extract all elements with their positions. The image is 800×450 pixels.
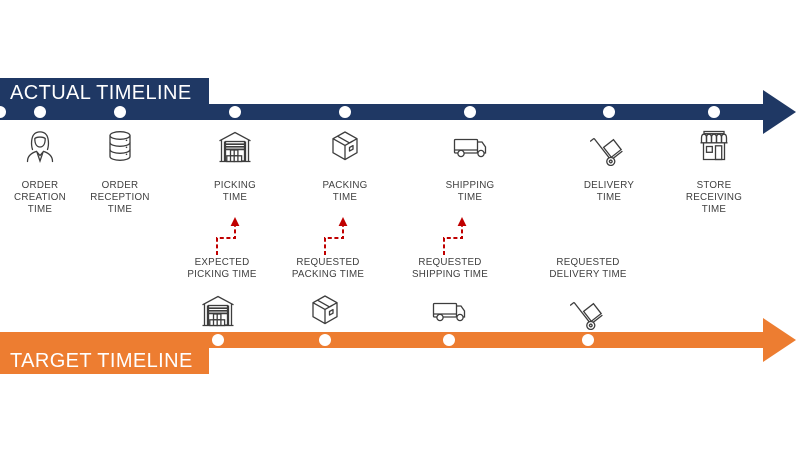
- timeline-dot: [708, 106, 720, 118]
- handtruck-icon: [570, 292, 608, 330]
- warehouse-icon: [199, 292, 237, 330]
- actual-timeline-title: ACTUAL TIMELINE: [10, 82, 192, 104]
- milestone-label-picking: PICKING TIME: [213, 180, 257, 203]
- milestone-label-requested-delivery: REQUESTED DELIVERY TIME: [549, 257, 627, 280]
- timeline-dot: [443, 334, 455, 346]
- milestone-label-store-receiving: STORE RECEIVING TIME: [685, 180, 743, 215]
- target-timeline-title-box: [0, 332, 209, 374]
- shift-arrow-icon: [443, 217, 467, 255]
- timeline-dot: [582, 334, 594, 346]
- shift-arrow-icon: [216, 217, 240, 255]
- milestone-label-expected-picking: EXPECTED PICKING TIME: [187, 257, 257, 280]
- milestone-label-delivery: DELIVERY TIME: [583, 180, 635, 203]
- milestone-label-order-reception: ORDER RECEPTION TIME: [90, 180, 150, 215]
- timeline-dot: [339, 106, 351, 118]
- milestone-label-shipping: SHIPPING TIME: [445, 180, 495, 203]
- milestone-label-order-creation: ORDER CREATION TIME: [14, 180, 66, 215]
- box-icon: [306, 292, 344, 330]
- timeline-dot: [464, 106, 476, 118]
- database-icon: [101, 128, 139, 166]
- person-icon: [21, 128, 59, 166]
- milestone-label-packing: PACKING TIME: [322, 180, 368, 203]
- timeline-dot: [603, 106, 615, 118]
- milestone-label-requested-shipping: REQUESTED SHIPPING TIME: [411, 257, 488, 280]
- timeline-dot: [212, 334, 224, 346]
- actual-timeline-arrowhead-icon: [763, 90, 796, 134]
- timeline-dot: [229, 106, 241, 118]
- warehouse-icon: [216, 128, 254, 166]
- truck-icon: [451, 128, 489, 166]
- timeline-dot: [319, 334, 331, 346]
- timeline-dot: [0, 106, 6, 118]
- truck-icon: [430, 292, 468, 330]
- shift-arrow-icon: [324, 217, 348, 255]
- target-timeline-title: TARGET TIMELINE: [10, 350, 193, 372]
- store-icon: [695, 128, 733, 166]
- milestone-label-requested-packing: REQUESTED PACKING TIME: [291, 257, 365, 280]
- target-timeline-arrowhead-icon: [763, 318, 796, 362]
- box-icon: [326, 128, 364, 166]
- timeline-dot: [34, 106, 46, 118]
- timeline-dot: [114, 106, 126, 118]
- handtruck-icon: [590, 128, 628, 166]
